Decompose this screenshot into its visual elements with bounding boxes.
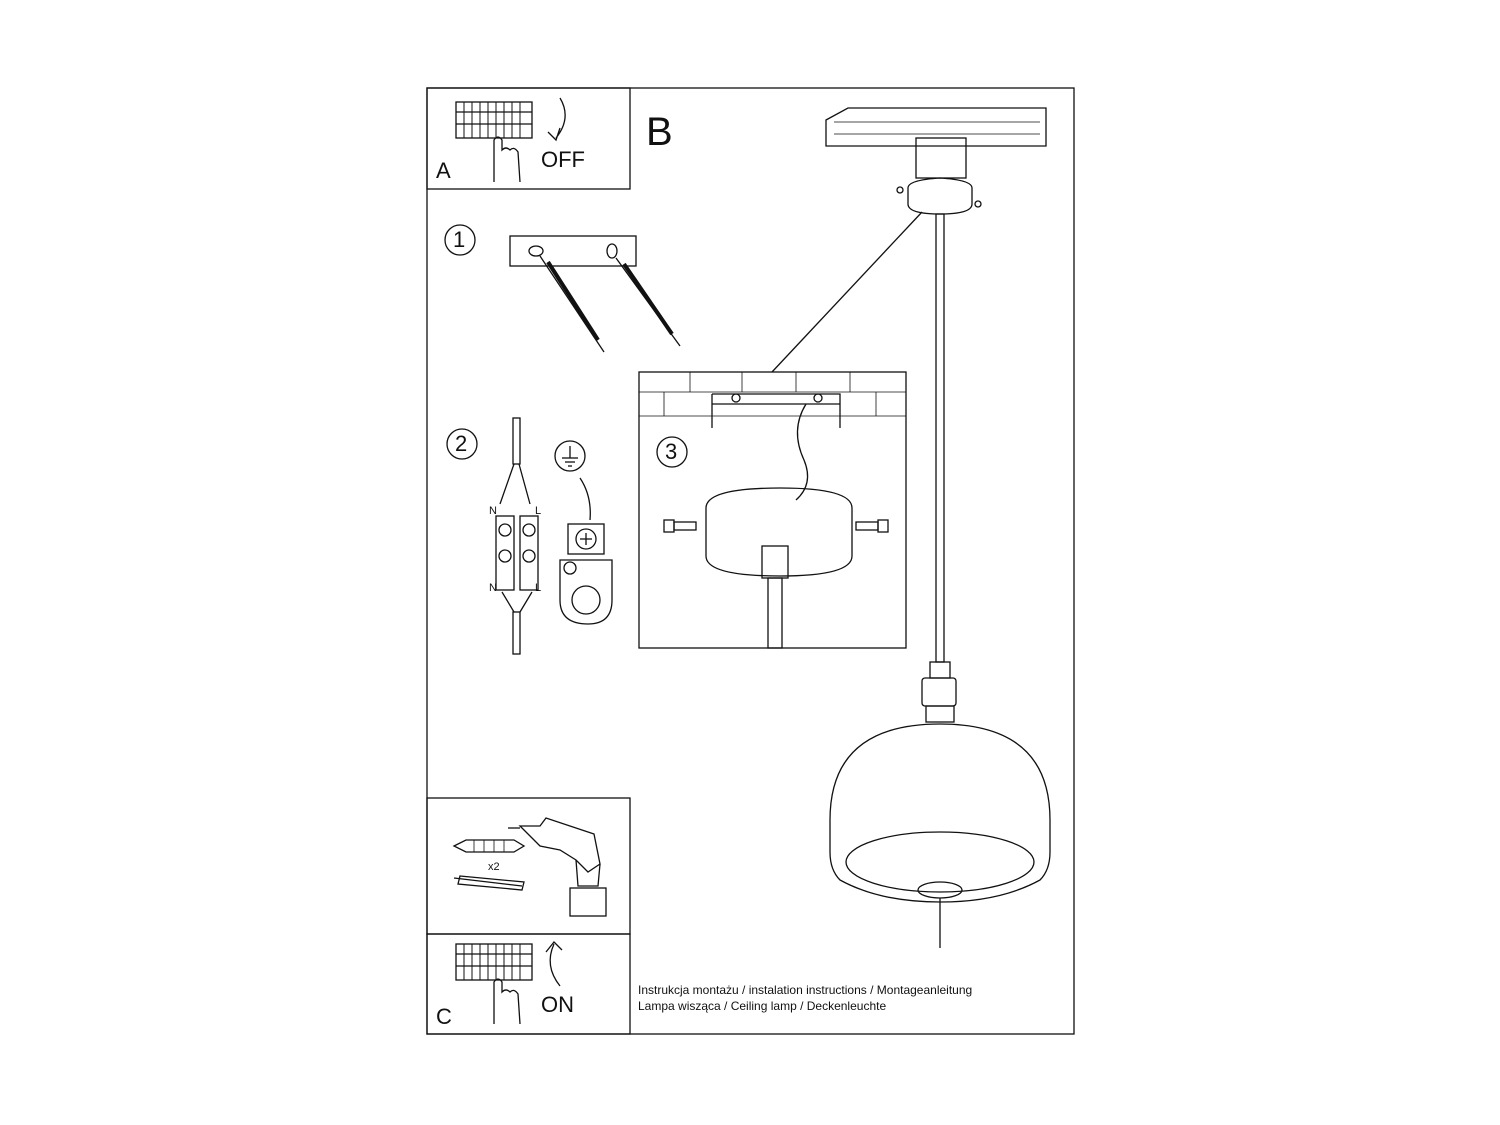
footer-line-2: Lampa wisząca / Ceiling lamp / Deckenleu…: [638, 999, 887, 1013]
canopy: [896, 137, 982, 215]
hand-icon: [493, 136, 521, 183]
lamp-shade: [829, 723, 1051, 948]
footer-line-1: Instrukcja montażu / instalation instruc…: [638, 983, 973, 997]
sheet-frame: [426, 87, 1075, 1035]
suspension-cable: [935, 213, 945, 663]
wire-n-top: N: [489, 505, 497, 517]
ground-symbol-icon: [554, 440, 586, 472]
fuse-box-icon: [455, 101, 533, 139]
curved-arrow-up-icon: [545, 941, 563, 987]
wall-plug-icon: [539, 255, 681, 353]
hand-icon: [493, 978, 521, 1025]
step-3-label: 3: [665, 439, 678, 464]
panel-a-box: [426, 87, 631, 190]
wire-l-top: L: [535, 505, 542, 517]
panel-c-state: ON: [541, 992, 574, 1017]
detail-canopy: [705, 487, 853, 577]
step-1-circle: [444, 224, 476, 256]
mounting-bracket: [711, 393, 841, 428]
panel-a-state: OFF: [541, 147, 585, 172]
detail-pointer: [771, 211, 923, 373]
wall-plug-icon: [452, 839, 526, 853]
ceiling-tiles: [639, 372, 906, 417]
fuse-box-icon: [455, 943, 533, 981]
quantity-label: x2: [488, 861, 500, 873]
screw-icon: [453, 875, 525, 891]
panel-c-letter: C: [436, 1004, 452, 1029]
detail-3-frame: [638, 371, 907, 649]
ground-terminal: [559, 523, 613, 625]
panel-c-box: [426, 933, 631, 1035]
step-3-circle: [656, 436, 688, 468]
ceiling-plate: [825, 107, 1047, 147]
step-1-label: 1: [453, 227, 466, 252]
drill-icon: [508, 817, 607, 917]
step-2-circle: [446, 428, 478, 460]
screw-icon: [663, 519, 697, 533]
mounting-bar: [509, 235, 637, 267]
lamp-socket: [921, 661, 957, 723]
step-2-label: 2: [455, 431, 468, 456]
screw-icon: [855, 519, 889, 533]
wiring-terminal-block: [495, 417, 539, 655]
wire-l-bottom: L: [535, 582, 542, 594]
curved-arrow-down-icon: [547, 97, 566, 142]
wire-n-bottom: N: [489, 582, 497, 594]
panel-b-letter: B: [646, 110, 673, 154]
panel-a-letter: A: [436, 158, 451, 183]
